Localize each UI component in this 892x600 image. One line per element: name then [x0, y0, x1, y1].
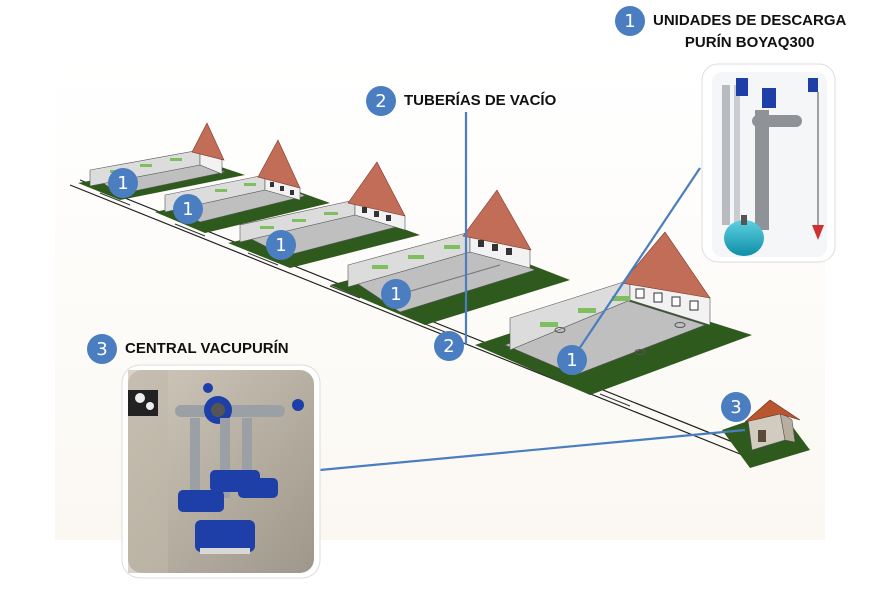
marker-central: 3 — [721, 392, 751, 422]
label-discharge-units-text: UNIDADES DE DESCARGA PURÍN BOYAQ300 — [653, 6, 846, 54]
label-discharge-units-line2: PURÍN BOYAQ300 — [684, 34, 815, 51]
label-vacuum-pipes-text: TUBERÍAS DE VACÍO — [404, 92, 557, 109]
label-discharge-units: 1 UNIDADES DE DESCARGA PURÍN BOYAQ300 — [615, 6, 846, 54]
barn-5 — [475, 231, 752, 395]
marker-barn-2: 1 — [173, 194, 203, 224]
vacuum-pipe-lines — [319, 112, 746, 472]
marker-barn-4: 1 — [381, 279, 411, 309]
label-central-vacupurin-badge: 3 — [87, 334, 117, 364]
label-central-vacupurin-text: CENTRAL VACUPURÍN — [125, 340, 289, 357]
photo-central-vacupurin — [121, 364, 321, 579]
barn-2 — [155, 139, 330, 233]
label-discharge-units-line1: UNIDADES DE DESCARGA — [653, 12, 847, 29]
marker-pipe: 2 — [434, 331, 464, 361]
label-vacuum-pipes-badge: 2 — [366, 86, 396, 116]
marker-barn-3: 1 — [266, 230, 296, 260]
marker-barn-1: 1 — [108, 168, 138, 198]
photo-discharge-unit — [701, 63, 836, 263]
marker-barn-5: 1 — [557, 345, 587, 375]
label-central-vacupurin: 3 CENTRAL VACUPURÍN — [87, 334, 289, 364]
central-house — [722, 399, 810, 468]
label-vacuum-pipes: 2 TUBERÍAS DE VACÍO — [366, 86, 556, 116]
label-discharge-units-badge: 1 — [615, 6, 645, 36]
